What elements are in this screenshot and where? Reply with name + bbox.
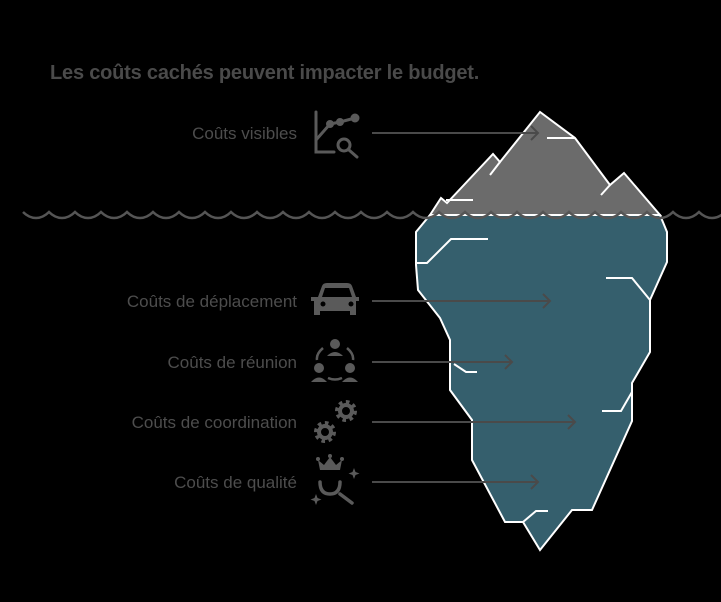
label-visible-costs: Coûts visibles [192,124,297,143]
arrow-reunion [372,354,514,370]
label-meeting-costs: Coûts de réunion [167,353,297,372]
gears-icon [314,400,357,443]
label-coordination-costs: Coûts de coordination [131,413,297,432]
chart-magnifier-icon [314,110,360,159]
meeting-people-icon [311,339,358,382]
car-icon [311,283,359,315]
label-quality-costs: Coûts de qualité [174,473,297,492]
iceberg-above-water [428,110,663,216]
diagram-title: Les coûts cachés peuvent impacter le bud… [50,62,480,84]
arrow-visible [372,125,540,141]
arrow-coordination [372,414,577,430]
pointer-arrows [372,125,577,490]
iceberg-below-water [415,214,668,552]
crown-magnifier-icon [310,454,360,505]
arrow-qualite [372,474,540,490]
arrow-deplacement [372,293,552,309]
water-line [22,210,721,220]
label-travel-costs: Coûts de déplacement [126,292,297,311]
